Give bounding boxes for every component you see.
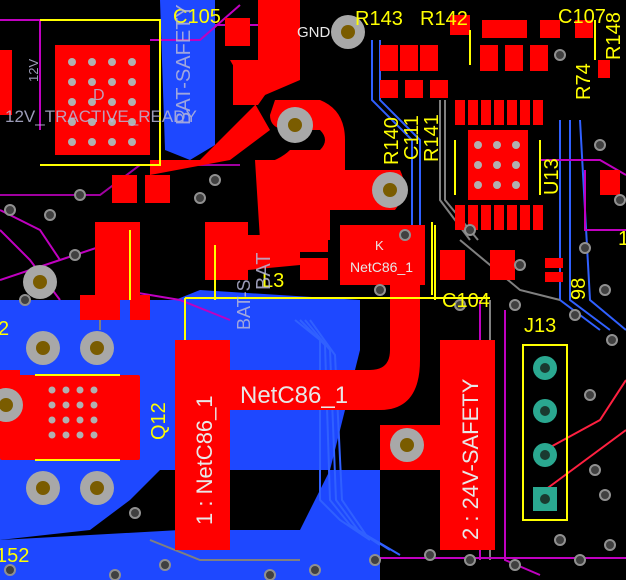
d-designator[interactable]: D <box>93 87 105 104</box>
l3-designator[interactable]: L3 <box>262 270 284 292</box>
k-pin-label: K <box>375 238 384 253</box>
j13-designator[interactable]: J13 <box>524 315 556 337</box>
r140-designator[interactable]: R140 <box>381 117 403 165</box>
c104-designator[interactable]: C104 <box>442 290 490 312</box>
r74-designator[interactable]: R74 <box>573 63 595 100</box>
bat-net-label: BAT <box>253 253 275 290</box>
netc86-pad-label: NetC86_1 <box>350 259 413 275</box>
bat-safety-net-label: BAT-SAFETY <box>173 4 195 125</box>
r143-designator[interactable]: R143 <box>355 8 403 30</box>
u13-designator[interactable]: U13 <box>541 158 563 195</box>
label-2: 2 <box>0 318 9 340</box>
labels-layer: C105 R143 R142 C107 L3 C104 J13 2 152 R1… <box>0 4 626 567</box>
bat-s-net-label: BAT-S <box>234 279 254 330</box>
gnd-net-label: GND <box>297 24 331 41</box>
c105-designator[interactable]: C105 <box>173 6 221 28</box>
q12-designator[interactable]: Q12 <box>148 402 170 440</box>
r148-designator[interactable]: R148 <box>603 12 625 60</box>
r141-designator[interactable]: R141 <box>421 114 443 162</box>
r142-designator[interactable]: R142 <box>420 8 468 30</box>
pad1-netc86-label: 1 : NetC86_1 <box>192 395 217 525</box>
c111-designator[interactable]: C111 <box>401 115 423 160</box>
12v-net-label: 12V <box>26 59 41 82</box>
label-152: 152 <box>0 545 29 567</box>
label-1: 1 <box>618 228 626 250</box>
r98-designator[interactable]: 98 <box>568 278 590 300</box>
j13-pins[interactable] <box>533 356 557 511</box>
c107-designator[interactable]: C107 <box>558 6 606 28</box>
netc86-trace-label: NetC86_1 <box>240 382 348 409</box>
vias-layer <box>0 15 626 580</box>
silkscreen-layer <box>35 19 596 521</box>
tractive-ready-net-label: 12V_TRACTIVE_READY <box>5 107 197 126</box>
pad2-24v-safety-label: 2 : 24V-SAFETY <box>458 378 483 540</box>
